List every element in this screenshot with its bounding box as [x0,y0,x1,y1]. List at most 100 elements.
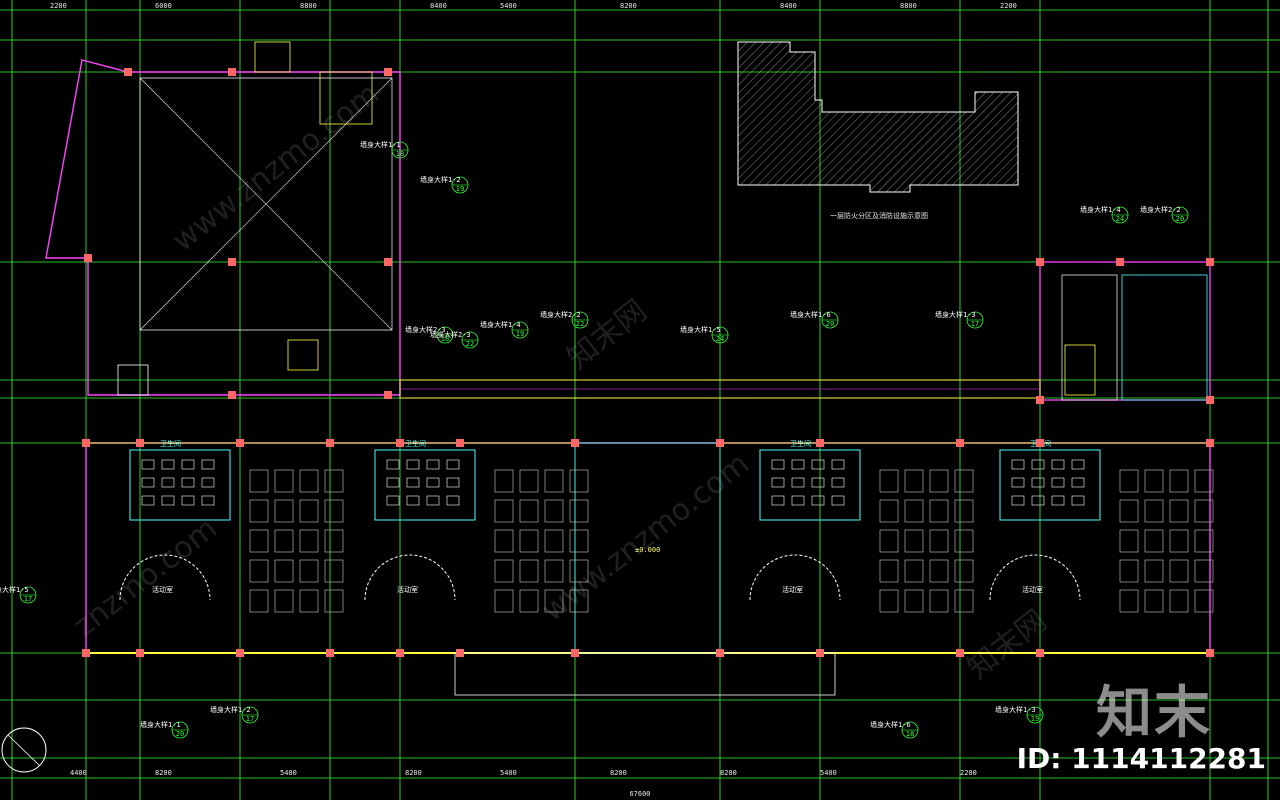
fixture-icon [201,477,215,488]
dimension-text: 5400 [500,769,517,777]
fixture-icon [1071,459,1085,470]
desk-icon [929,469,949,493]
room-label: 活动室 [152,585,173,594]
callout-ref: 24 [716,335,724,343]
desk-icon [1119,559,1139,583]
play-circle [119,554,211,601]
desk-icon [904,589,924,613]
callout-label: 墙身大样2-2 [540,310,581,319]
desk-icon [1169,559,1189,583]
fixture-icon [161,459,175,470]
fixture-icon [831,459,845,470]
room-label: 活动室 [782,585,803,594]
desk-icon [274,589,294,613]
callout-label: 墙身大样1-4 [1080,205,1121,214]
desk-icon [954,589,974,613]
desk-icon [494,529,514,553]
desk-icon [544,499,564,523]
desk-icon [249,499,269,523]
column-marker [326,649,334,657]
callout-label: 墙身大样1-6 [870,720,911,729]
desk-icon [879,529,899,553]
desk-icon [954,559,974,583]
column-marker [956,649,964,657]
callout-ref: 18 [906,730,914,738]
upper-left-block [45,41,401,396]
north-arrow-needle [7,734,41,767]
classroom-wing [85,442,1211,696]
callout-ref: 20 [176,730,184,738]
elevation-label: ±0.000 [635,546,660,554]
desk-icon [324,499,344,523]
column-marker [1206,439,1214,447]
desk-icon [519,559,539,583]
desk-icon [904,559,924,583]
fixture-icon [141,459,155,470]
column-marker [396,649,404,657]
fixture-icon [1011,459,1025,470]
desk-icon [519,589,539,613]
column-marker [136,439,144,447]
play-circle [364,554,456,601]
fixture-icon [1011,495,1025,506]
callout-ref: 17 [24,595,32,603]
desk-icon [879,559,899,583]
callout-label: 墙身大样1-5 [680,325,721,334]
callout-label: 墙身大样1-5 [0,585,29,594]
desk-icon [324,469,344,493]
fixture-icon [771,459,785,470]
column-marker [816,649,824,657]
callout-ref: 17 [971,320,979,328]
fixture-icon [811,477,825,488]
column-marker [236,649,244,657]
fixture-icon [1031,459,1045,470]
callout-label: 墙身大样1-3 [995,705,1036,714]
callout-label: 墙身大样1-3 [935,310,976,319]
desk-icon [274,499,294,523]
fixture-icon [426,477,440,488]
column-marker [1206,649,1214,657]
callout-ref: 19 [1031,715,1039,723]
callout-label: 墙身大样1-2 [420,175,461,184]
desk-icon [299,529,319,553]
structural-columns [82,68,1214,657]
desk-icon [569,559,589,583]
toilet-block [759,449,861,521]
column-marker [396,439,404,447]
fixture-icon [791,459,805,470]
desk-icon [299,559,319,583]
desk-icon [569,499,589,523]
callout-ref: 22 [466,340,474,348]
desk-icon [1169,499,1189,523]
corridor [399,379,1041,399]
column-marker [136,649,144,657]
callout-ref: 18 [396,150,404,158]
brand-id-label: ID: 1114112281 [1016,742,1266,775]
fixture-icon [386,477,400,488]
play-circle [749,554,841,601]
callout-label: 墙身大样1-2 [210,705,251,714]
column-marker [1036,649,1044,657]
callout-ref: 19 [456,185,464,193]
desk-icon [544,589,564,613]
column-marker [124,68,132,76]
desk-icon [1169,589,1189,613]
dimension-text: 8400 [430,2,447,10]
desk-icon [494,499,514,523]
callout-ref: 20 [1176,215,1184,223]
desk-icon [494,469,514,493]
desk-icon [274,529,294,553]
callout-label: 墙身大样1-4 [480,320,521,329]
desk-icon [1144,559,1164,583]
fixture-icon [771,495,785,506]
dimension-text: 6000 [155,2,172,10]
